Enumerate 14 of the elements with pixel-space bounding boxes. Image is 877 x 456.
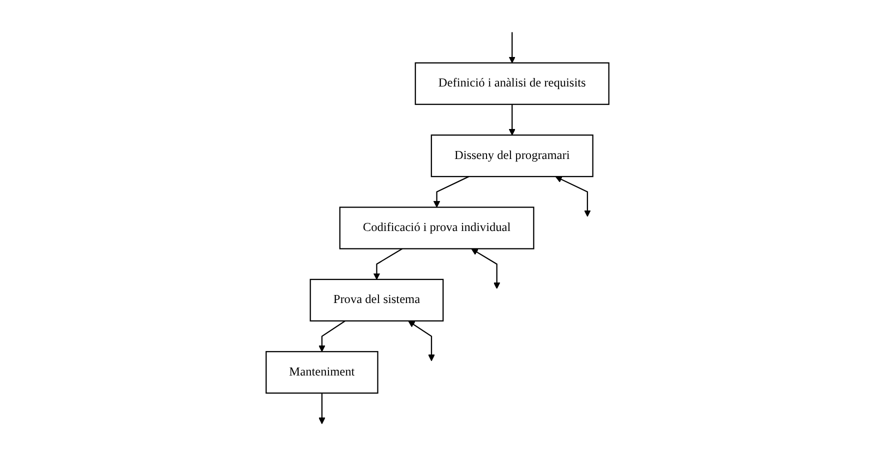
node-box: Definició i anàlisi de requisits xyxy=(414,62,610,105)
arrow xyxy=(318,393,326,424)
arrow xyxy=(318,320,346,352)
arrow xyxy=(508,32,516,64)
arrow xyxy=(408,320,436,362)
arrow xyxy=(374,248,403,280)
node-box: Disseny del programari xyxy=(431,134,594,178)
arrow xyxy=(556,176,591,217)
node-box: Prova del sistema xyxy=(310,278,444,322)
node-box: Manteniment xyxy=(266,351,378,394)
arrow xyxy=(508,104,516,136)
node-box: Codificació i prova individual xyxy=(339,206,534,250)
arrow xyxy=(471,248,500,289)
arrow xyxy=(434,176,470,208)
